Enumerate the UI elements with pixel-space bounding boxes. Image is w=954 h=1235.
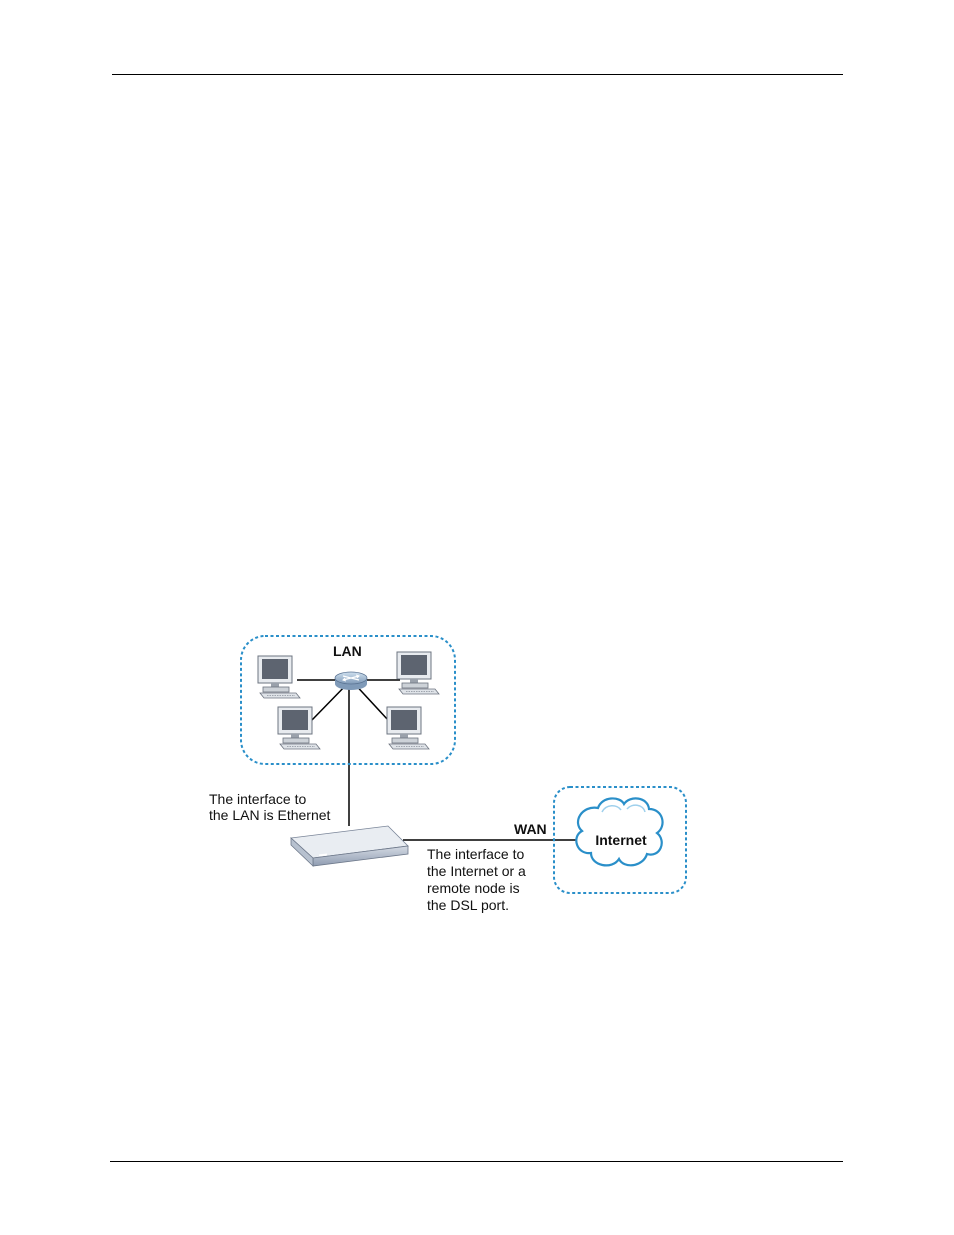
computer-icon bbox=[258, 656, 300, 698]
wan-label: WAN bbox=[514, 821, 547, 837]
footer-rule bbox=[110, 1161, 843, 1162]
lan-label: LAN bbox=[333, 643, 362, 659]
lan-interface-caption: The interface to the LAN is Ethernet bbox=[209, 791, 331, 823]
wan-interface-caption: The interface to the Internet or a remot… bbox=[427, 846, 530, 913]
computer-icon bbox=[387, 707, 429, 749]
internet-label: Internet bbox=[595, 832, 647, 848]
computer-icon bbox=[278, 707, 320, 749]
network-diagram: LAN The interface to the LAN is Ethernet… bbox=[207, 632, 691, 914]
computer-icon bbox=[397, 652, 439, 694]
hub-icon bbox=[335, 672, 367, 690]
header-rule bbox=[112, 74, 843, 75]
router-device bbox=[291, 826, 408, 866]
